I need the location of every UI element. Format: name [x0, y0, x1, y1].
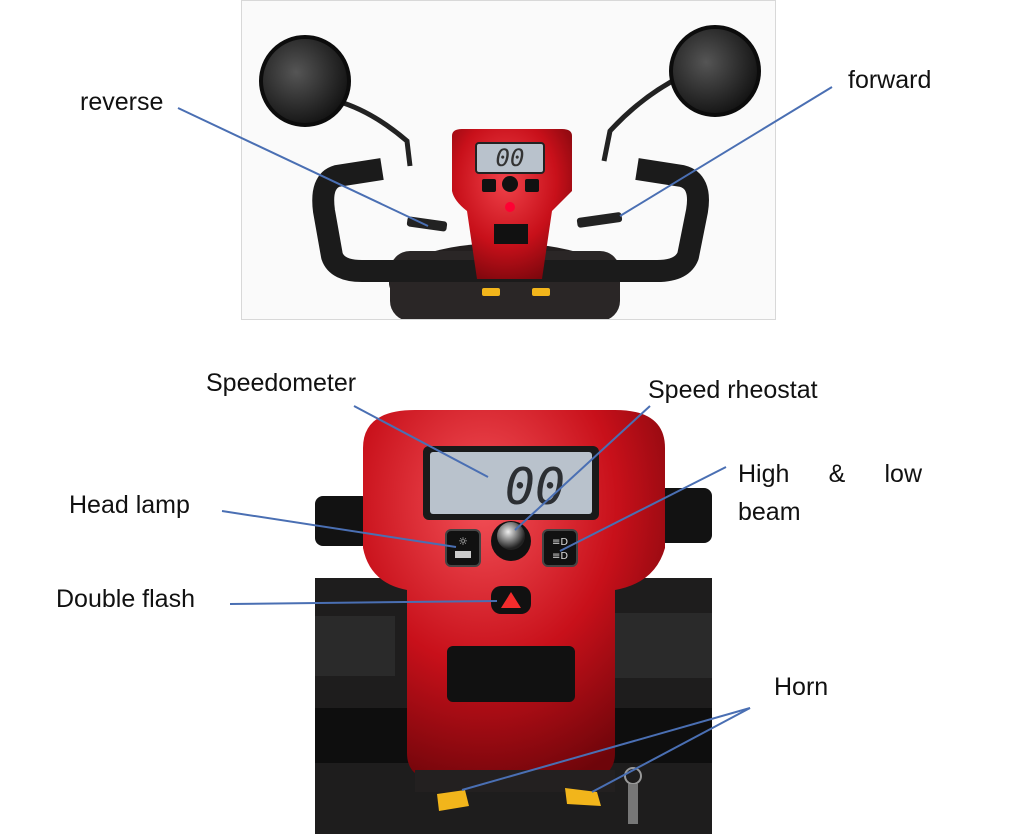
left-grip — [315, 496, 370, 546]
word-ampersand: & — [828, 460, 846, 488]
speed-rheostat-knob — [497, 522, 525, 550]
label-speedometer: Speedometer — [206, 369, 357, 397]
high-low-beam-line2: beam — [738, 498, 801, 526]
top-lcd — [475, 142, 545, 174]
sun-icon: ☼ — [458, 535, 468, 548]
label-horn: Horn — [774, 673, 829, 701]
right-grip — [657, 488, 712, 543]
bottom-photo: 00 ☼ ≡D ≡D — [315, 408, 712, 834]
warning-triangle-icon — [501, 592, 521, 608]
label-head-lamp: Head lamp — [69, 491, 190, 519]
label-speed-rheostat: Speed rheostat — [648, 376, 818, 404]
high-low-beam-line1: High & low — [738, 459, 922, 489]
high-beam-icon: ≡D — [552, 537, 568, 548]
low-beam-icon: ≡D — [552, 551, 568, 562]
left-mirror — [259, 35, 351, 127]
speedometer-digits: 00 — [505, 458, 565, 516]
label-forward: forward — [848, 66, 932, 94]
right-mirror — [669, 25, 761, 117]
top-photo: 00 — [241, 0, 776, 320]
reverse-lever — [406, 216, 448, 232]
word-high: High — [738, 460, 790, 488]
top-lcd-digits: 00 — [496, 144, 525, 172]
label-high-low-beam: High & low beam — [738, 459, 922, 527]
left-horn-lever — [437, 790, 469, 811]
tray — [447, 646, 575, 702]
label-double-flash: Double flash — [56, 585, 195, 613]
forward-lever — [576, 212, 623, 228]
word-low: low — [884, 460, 922, 488]
label-reverse: reverse — [80, 88, 164, 116]
